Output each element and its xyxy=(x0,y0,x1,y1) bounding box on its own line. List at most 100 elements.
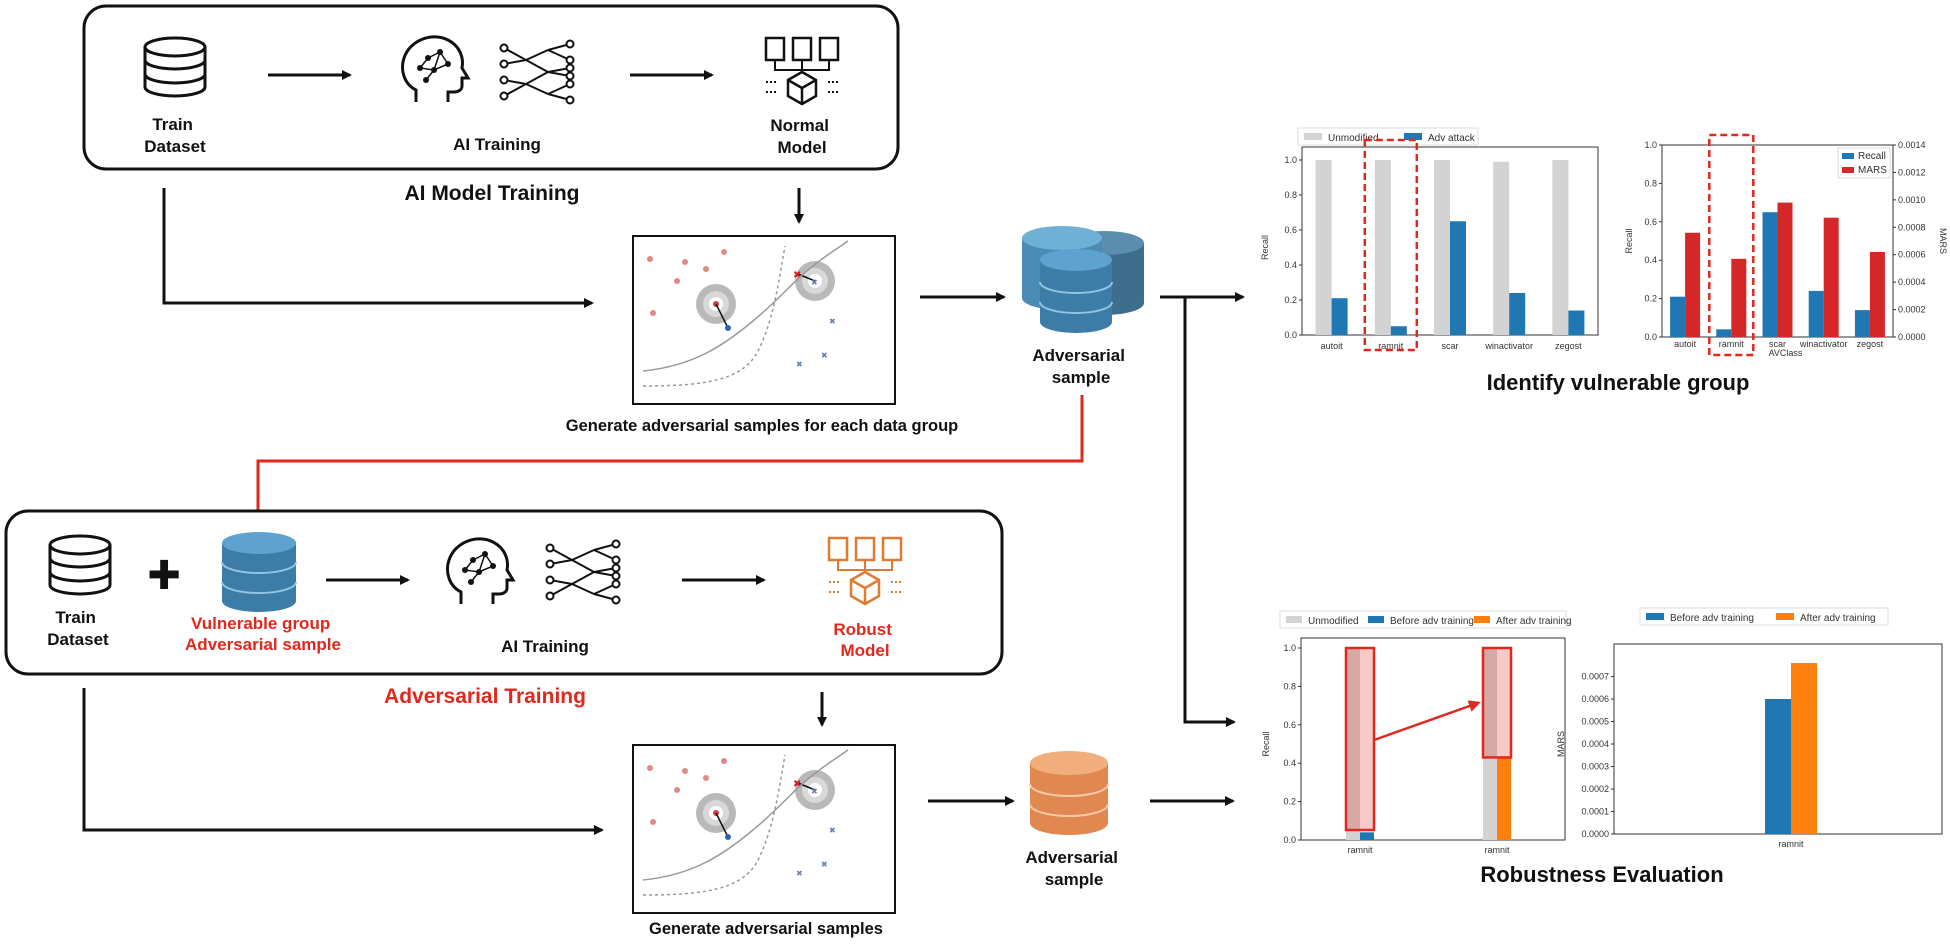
adversarial-database-icon-top xyxy=(1022,226,1144,333)
y-tick-label: 0.0 xyxy=(1283,835,1296,845)
bar xyxy=(1765,699,1791,834)
y-tick-label: 0.0000 xyxy=(1898,332,1926,342)
x-tick-label: winactivator xyxy=(1484,341,1533,351)
y-tick-label: 0.0007 xyxy=(1581,672,1609,682)
bar xyxy=(1346,648,1360,840)
y-tick-label: 0.8 xyxy=(1644,178,1657,188)
bar xyxy=(1762,212,1778,337)
x-axis-label: AVClass xyxy=(1769,348,1803,358)
red-feedback-arrow xyxy=(252,395,1084,543)
y-tick-label: 1.0 xyxy=(1284,155,1297,165)
bar xyxy=(1493,161,1510,335)
bar xyxy=(1390,326,1407,335)
ai-model-training-panel xyxy=(82,4,900,171)
y-axis-label: Recall xyxy=(1624,228,1634,253)
y-tick-label: 0.0002 xyxy=(1898,305,1926,315)
y-tick-label: 0.0005 xyxy=(1581,717,1609,727)
y-tick-label: 0.2 xyxy=(1284,295,1297,305)
legend-swatch xyxy=(1776,613,1794,620)
x-tick-label: zegost xyxy=(1555,341,1582,351)
svg-text:Vulnerable group Adversari: Vulnerable group Adversarial sample xyxy=(185,614,341,654)
normal-model-label: Normal xyxy=(770,116,829,135)
bar xyxy=(1854,310,1870,337)
svg-text:Robust Model: Robust Model xyxy=(833,620,896,660)
x-tick-label: ramnit xyxy=(1484,845,1510,855)
x-tick-label: zegost xyxy=(1857,339,1884,349)
y-tick-label: 0.0014 xyxy=(1898,140,1926,150)
bar xyxy=(1315,160,1332,335)
legend-box xyxy=(1639,607,1889,626)
legend-swatch xyxy=(1842,153,1854,159)
plus-icon: ✚ xyxy=(147,554,181,598)
legend-swatch xyxy=(1646,613,1664,620)
svg-text:Train Dataset: Train Dataset xyxy=(47,608,109,649)
robust-model-label-2: Model xyxy=(840,641,889,660)
legend-label: MARS xyxy=(1858,165,1887,176)
adversarial-plot-top xyxy=(632,235,896,405)
arrow-dataset-to-generate xyxy=(162,188,594,308)
y-tick-label: 0.4 xyxy=(1644,255,1657,265)
y-tick-label: 1.0 xyxy=(1283,643,1296,653)
vulnerable-label-2: Adversarial sample xyxy=(185,635,341,654)
vulnerable-database-icon xyxy=(221,532,297,612)
identify-vulnerable-title: Identify vulnerable group xyxy=(1487,370,1750,395)
legend-swatch xyxy=(1404,133,1422,140)
y-tick-label: 0.0 xyxy=(1644,332,1657,342)
svg-text:Normal Model: Normal Model xyxy=(770,116,833,157)
bar xyxy=(1685,232,1701,337)
y-tick-label: 0.0002 xyxy=(1581,784,1609,794)
bar xyxy=(1509,293,1526,335)
adversarial-plot-bottom xyxy=(632,744,896,914)
y-tick-label: 0.0012 xyxy=(1898,167,1926,177)
highlight-box xyxy=(1708,133,1755,357)
x-tick-label: autoit xyxy=(1321,341,1344,351)
bar xyxy=(1568,310,1585,335)
y-tick-label: 0.0006 xyxy=(1581,694,1609,704)
svg-text:Adversarial sample: Adversarial sample xyxy=(1025,848,1122,889)
y-axis-label: Recall xyxy=(1261,731,1271,756)
y-tick-label: 0.6 xyxy=(1644,217,1657,227)
bar xyxy=(1716,329,1732,337)
legend-label: Unmodified xyxy=(1308,616,1359,627)
chart-mars-before-after-training: 0.00000.00010.00020.00030.00040.00050.00… xyxy=(1556,607,1943,849)
y-tick-label: 0.0 xyxy=(1284,330,1297,340)
train-dataset-label-bottom: Train xyxy=(55,608,96,627)
train-dataset-label: Train xyxy=(152,115,193,134)
legend-swatch xyxy=(1304,133,1322,140)
legend-swatch xyxy=(1286,616,1302,623)
adversarial-sample-label-bottom: Adversarial xyxy=(1025,848,1118,867)
adversarial-sample-label-top: Adversarial xyxy=(1032,346,1125,365)
legend-swatch xyxy=(1842,167,1854,173)
y-tick-label: 0.8 xyxy=(1284,190,1297,200)
x-tick-label: scar xyxy=(1769,339,1786,349)
improvement-arrow xyxy=(1373,700,1481,742)
y-tick-label: 0.4 xyxy=(1283,758,1296,768)
bar xyxy=(1777,202,1793,337)
y-tick-label: 0.0004 xyxy=(1581,739,1609,749)
legend-label: Before adv training xyxy=(1670,613,1754,624)
x-tick-label: ramnit xyxy=(1378,341,1404,351)
bar xyxy=(1823,217,1839,337)
bar xyxy=(1731,258,1747,337)
y-tick-label: 0.0001 xyxy=(1581,807,1609,817)
bar xyxy=(1483,648,1497,840)
legend-swatch xyxy=(1474,616,1490,623)
y-axis-label: MARS xyxy=(1556,731,1566,757)
y-tick-label: 0.2 xyxy=(1644,294,1657,304)
bar xyxy=(1331,298,1348,335)
y-tick-label: 0.8 xyxy=(1283,681,1296,691)
legend-label: Adv attack xyxy=(1428,133,1476,144)
x-tick-label: ramnit xyxy=(1778,839,1804,849)
legend-swatch xyxy=(1368,616,1384,623)
adversarial-sample-label-bottom-2: sample xyxy=(1045,870,1104,889)
plot-frame xyxy=(1300,637,1566,841)
svg-text:Adversarial sample: Adversarial sample xyxy=(1032,346,1129,387)
y-tick-label: 0.6 xyxy=(1284,225,1297,235)
adversarial-database-icon-bottom xyxy=(1029,751,1109,835)
ai-training-label: AI Training xyxy=(453,135,541,154)
highlight-box-after xyxy=(1481,646,1513,759)
legend-box xyxy=(1297,127,1479,146)
ai-training-label-bottom: AI Training xyxy=(501,637,589,656)
x-tick-label: autoit xyxy=(1674,339,1697,349)
